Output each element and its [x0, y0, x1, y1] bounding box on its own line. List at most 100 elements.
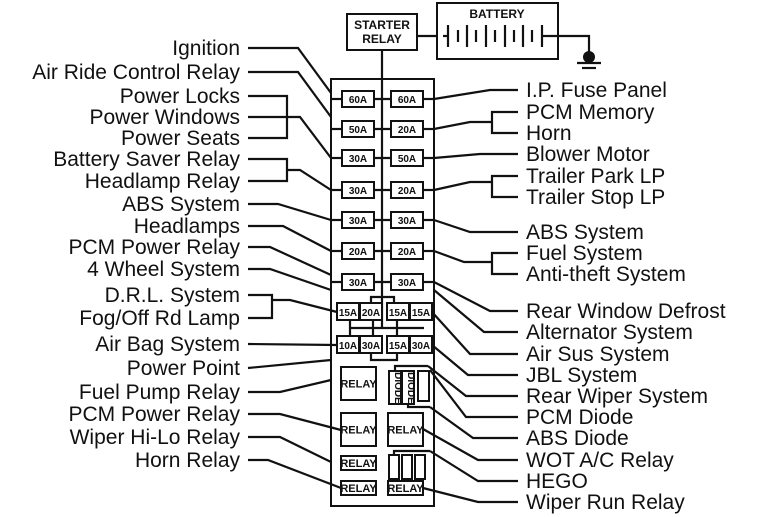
spare-slot — [401, 454, 413, 480]
mini-fuse-rating: 15A — [412, 308, 430, 319]
mini-fuse — [359, 335, 383, 354]
right-label: ABS Diode — [526, 427, 629, 450]
relay-label: RELAY — [340, 425, 377, 437]
right-label: HEGO — [526, 470, 588, 493]
right-label: Trailer Park LP — [526, 165, 665, 188]
right-label: Anti-theft System — [526, 263, 686, 286]
left-label: PCM Power Relay — [68, 403, 240, 426]
fuse-right-rating: 20A — [398, 247, 416, 258]
spare-slot — [414, 454, 426, 480]
right-label: PCM Diode — [526, 406, 633, 429]
right-label: I.P. Fuse Panel — [526, 79, 667, 102]
mini-fuse-rating: 30A — [362, 341, 380, 352]
leader-line — [248, 435, 332, 463]
diode-wire — [393, 364, 428, 371]
fuse-right-rating: 30A — [398, 278, 416, 289]
right-label: JBL System — [526, 364, 637, 387]
fuse-left-rating: 30A — [349, 186, 367, 197]
right-label: Blower Motor — [526, 143, 650, 166]
leader-line — [490, 251, 518, 276]
leader-line — [248, 245, 332, 276]
leader-line — [272, 298, 338, 314]
right-label: Rear Window Defrost — [526, 300, 726, 323]
leader-line — [247, 342, 338, 347]
diode-label: DIODE — [392, 372, 403, 404]
leader-line — [248, 157, 289, 183]
mini-fuse-rating: 15A — [339, 308, 357, 319]
leader-line — [433, 281, 518, 313]
left-label: D.R.L. System — [105, 284, 240, 307]
leader-line — [433, 88, 518, 101]
right-label: WOT A/C Relay — [526, 449, 674, 472]
relay-label: RELAY — [340, 483, 377, 495]
mini-fuse-rating: 15A — [389, 308, 407, 319]
right-label: Fuel System — [526, 242, 643, 265]
relay — [340, 412, 377, 447]
leader-line — [248, 115, 332, 159]
mini-fuse — [409, 302, 433, 321]
right-label: Rear Wiper System — [526, 385, 708, 408]
left-label: 4 Wheel System — [87, 258, 240, 281]
right-label: Wiper Run Relay — [526, 491, 685, 514]
spare-slot — [417, 370, 430, 402]
left-label: Fuel Pump Relay — [79, 381, 241, 404]
leader-line — [248, 458, 342, 490]
left-label: Headlamp Relay — [85, 170, 241, 193]
spare-slot — [388, 454, 400, 480]
relay-label: RELAY — [340, 379, 377, 391]
left-label: Headlamps — [134, 215, 240, 238]
leader-line — [248, 412, 342, 432]
left-label: Fog/Off Rd Lamp — [79, 307, 240, 330]
left-label: ABS System — [122, 193, 240, 216]
leader-line — [248, 293, 274, 320]
left-label: Battery Saver Relay — [53, 148, 240, 171]
right-label: ABS System — [526, 221, 644, 244]
right-label: Trailer Stop LP — [526, 186, 665, 209]
leader-line — [433, 218, 518, 234]
mini-fuse-rating: 20A — [362, 308, 380, 319]
leader-line — [429, 450, 518, 483]
relay-label: RELAY — [340, 458, 377, 470]
leader-line — [429, 369, 518, 419]
leader-line — [433, 120, 492, 131]
ground-wire — [550, 34, 591, 52]
mini-fuse — [409, 335, 433, 354]
right-label: Air Sus System — [526, 343, 670, 366]
leader-line — [433, 289, 518, 334]
leader-line — [248, 378, 332, 394]
leader-line — [433, 152, 518, 160]
leader-line — [429, 406, 518, 440]
leader-line — [287, 168, 332, 191]
fuse-left-rating: 60A — [349, 95, 367, 106]
battery-label: BATTERY — [469, 7, 524, 21]
relay — [340, 455, 377, 471]
leader-line — [248, 224, 332, 252]
left-label: Horn Relay — [135, 449, 241, 472]
leader-line — [248, 70, 332, 118]
battery: BATTERY — [436, 2, 559, 60]
leader-line — [248, 46, 332, 94]
fuse-right-rating: 20A — [398, 125, 416, 136]
leader-line — [490, 174, 518, 199]
left-label: Power Windows — [89, 106, 240, 129]
relay-label: RELAY — [387, 425, 424, 437]
starter-relay-label-1: STARTER — [354, 18, 410, 32]
right-label: Alternator System — [526, 321, 693, 344]
left-label: Air Ride Control Relay — [32, 61, 240, 84]
leader-line — [422, 428, 518, 462]
fuse-left-rating: 20A — [349, 247, 367, 258]
left-label: Power Locks — [120, 85, 240, 108]
fuse-right-rating: 60A — [398, 95, 416, 106]
fuse-right-rating: 50A — [398, 154, 416, 165]
fuse-right-rating: 30A — [398, 216, 416, 227]
leader-line — [427, 365, 518, 398]
leader-line — [433, 180, 492, 192]
relay-label: RELAY — [387, 483, 424, 495]
left-label: Ignition — [172, 37, 240, 60]
